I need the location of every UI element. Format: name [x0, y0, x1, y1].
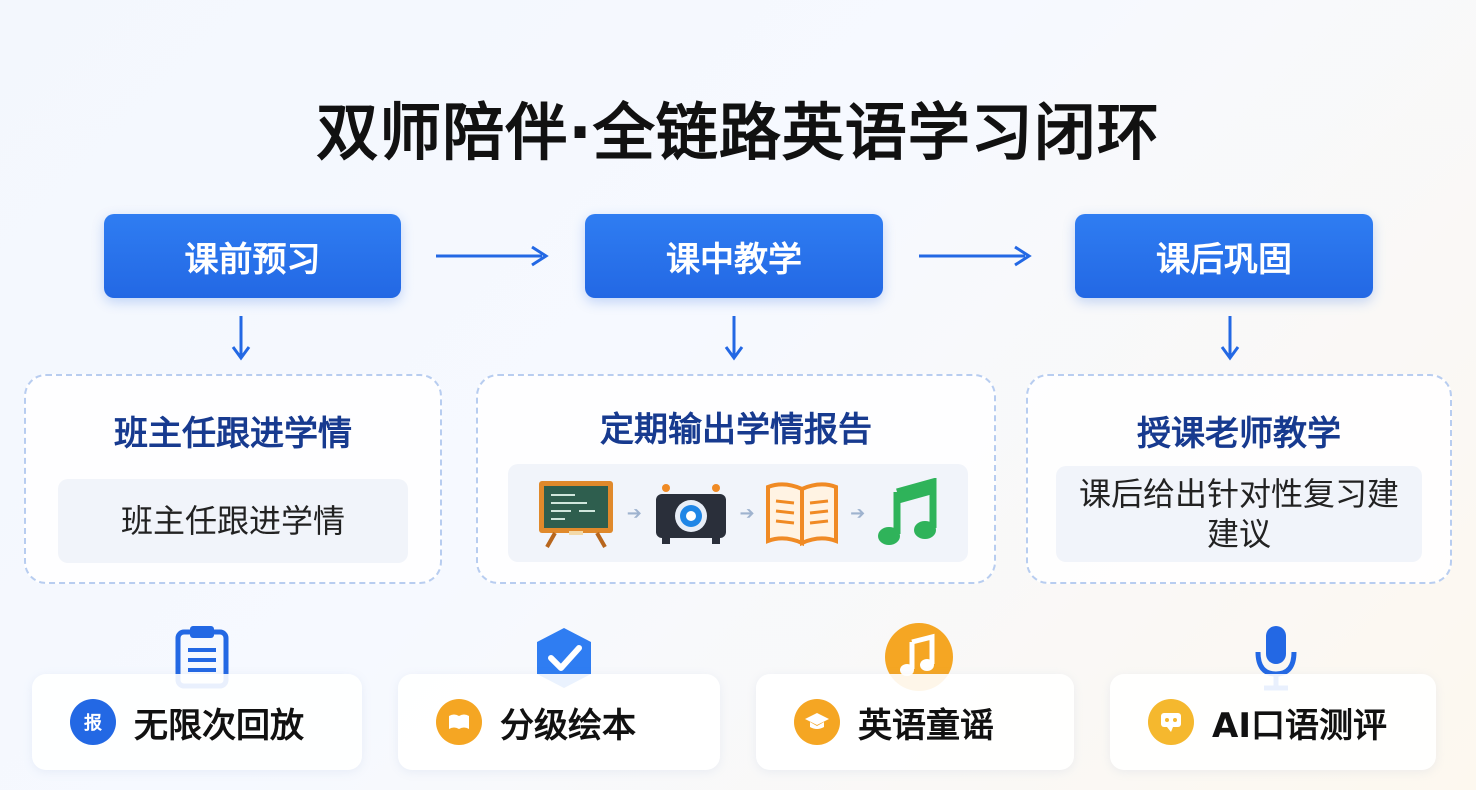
- reading-icon: [436, 699, 482, 745]
- small-arrow-icon: ➔: [626, 502, 642, 524]
- right-arrow-icon: [919, 245, 1032, 267]
- blackboard-icon: [538, 481, 613, 548]
- card-title: 授课老师教学: [1137, 414, 1341, 454]
- music-note-icon: [878, 478, 937, 545]
- feature-label: 分级绘本: [500, 705, 636, 746]
- small-arrow-icon: ➔: [850, 502, 866, 524]
- down-arrow-icon: [724, 316, 744, 361]
- card-title: 定期输出学情报告: [600, 410, 872, 450]
- card-body-text: 班主任跟进学情: [120, 502, 345, 540]
- down-arrow-icon: [1220, 316, 1240, 361]
- check-badge-icon: [537, 628, 591, 688]
- chat-bot-icon: [1148, 699, 1194, 745]
- card-class-teacher: 班主任跟进学情 班主任跟进学情: [24, 374, 442, 584]
- card-inner-box: 班主任跟进学情: [58, 479, 408, 563]
- right-arrow-icon: [436, 245, 549, 267]
- projector-icon: [655, 484, 726, 544]
- card-report: 定期输出学情报告 ➔ ➔: [476, 374, 996, 584]
- report-badge-icon: 报: [70, 699, 116, 745]
- stage-label: 课后巩固: [1156, 239, 1292, 280]
- stage-review[interactable]: 课后巩固: [1075, 214, 1373, 298]
- graduation-cap-icon: [794, 699, 840, 745]
- feature-label: 无限次回放: [134, 705, 304, 746]
- page-title: 双师陪伴·全链路英语学习闭环: [316, 96, 1160, 169]
- card-title: 班主任跟进学情: [114, 414, 352, 454]
- down-arrow-icon: [231, 316, 251, 361]
- card-body-line: 课后给出针对性复习建: [1078, 475, 1399, 513]
- book-icon: [766, 482, 839, 547]
- feature-ai-speaking[interactable]: AI口语测评: [1110, 674, 1436, 770]
- feature-graded-readers[interactable]: 分级绘本: [398, 674, 720, 770]
- stage-label: 课中教学: [666, 239, 802, 280]
- card-inner-box: 课后给出针对性复习建 建议: [1056, 466, 1422, 562]
- feature-unlimited-replay[interactable]: 报 无限次回放: [32, 674, 362, 770]
- stage-in-class[interactable]: 课中教学: [585, 214, 883, 298]
- stage-label: 课前预习: [184, 239, 321, 280]
- stage-preview[interactable]: 课前预习: [104, 214, 401, 298]
- feature-label: 英语童谣: [858, 705, 994, 746]
- card-lecturer: 授课老师教学 课后给出针对性复习建 建议: [1026, 374, 1452, 584]
- report-flow: ➔ ➔ ➔: [508, 464, 968, 562]
- feature-label: AI口语测评: [1212, 705, 1387, 746]
- card-body-line: 建议: [1206, 515, 1271, 553]
- feature-nursery-rhymes[interactable]: 英语童谣: [756, 674, 1074, 770]
- small-arrow-icon: ➔: [739, 502, 755, 524]
